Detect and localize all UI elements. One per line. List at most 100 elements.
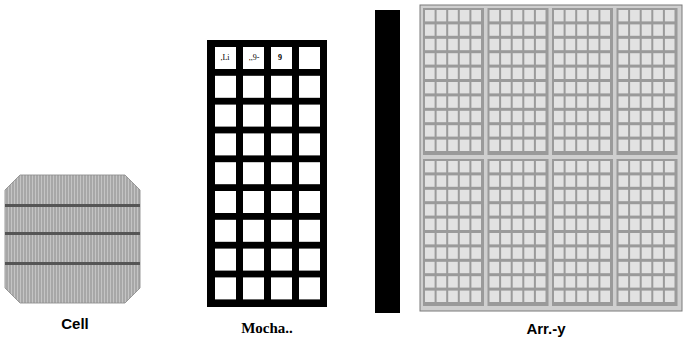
cell-busbar — [5, 204, 140, 207]
cell-finger — [106, 175, 107, 303]
array-cell — [490, 82, 500, 93]
array-cell — [460, 53, 470, 64]
array-cell — [600, 10, 610, 21]
module-cell — [271, 76, 292, 98]
array-cell — [524, 125, 534, 136]
array-cell — [665, 276, 675, 287]
array-cell — [536, 291, 546, 302]
array-cell — [619, 24, 629, 35]
array-cell — [589, 24, 599, 35]
array-cell — [554, 111, 564, 122]
cell-finger — [49, 175, 50, 303]
array-cell — [425, 161, 435, 172]
array-cell — [566, 175, 576, 186]
array-cell — [554, 10, 564, 21]
array-cell — [600, 24, 610, 35]
array-cell — [665, 96, 675, 107]
array-cell — [619, 233, 629, 244]
array-module — [423, 8, 484, 155]
cell-finger — [64, 175, 65, 303]
array-cell — [513, 175, 523, 186]
array-cell — [437, 10, 447, 21]
array-cell — [490, 204, 500, 215]
array-cell — [460, 262, 470, 273]
array-module — [488, 8, 549, 155]
array-cell — [665, 82, 675, 93]
array-cell — [619, 276, 629, 287]
array-cell — [630, 291, 640, 302]
array-cell — [524, 262, 534, 273]
array-cell — [471, 24, 481, 35]
array-cell — [501, 53, 511, 64]
array-cell — [619, 175, 629, 186]
array-cell — [665, 262, 675, 273]
array-cell — [554, 233, 564, 244]
array-cell — [437, 24, 447, 35]
array-cell — [460, 82, 470, 93]
array-cell — [471, 291, 481, 302]
array-cell — [630, 68, 640, 79]
cell-finger — [124, 175, 125, 303]
array-cell — [437, 247, 447, 258]
array-modules — [423, 8, 678, 306]
module-cell — [243, 105, 264, 127]
stray-mark: ,Li — [220, 54, 229, 62]
array-cell — [653, 53, 663, 64]
array-cell — [460, 219, 470, 230]
array-cell — [589, 190, 599, 201]
cell-finger — [85, 175, 86, 303]
array-cell — [501, 68, 511, 79]
array-cell — [536, 68, 546, 79]
array-cell — [653, 233, 663, 244]
array-cell — [524, 10, 534, 21]
array-cell — [600, 68, 610, 79]
array-cell — [501, 276, 511, 287]
cell-finger — [16, 175, 17, 303]
array-cell — [653, 39, 663, 50]
module-cell — [271, 105, 292, 127]
module-cell — [299, 162, 320, 184]
array-cell — [566, 247, 576, 258]
array-cell — [619, 82, 629, 93]
array-cell — [460, 24, 470, 35]
array-cell — [471, 53, 481, 64]
cell-finger — [55, 175, 56, 303]
array-cell — [589, 219, 599, 230]
array-cell — [448, 190, 458, 201]
array-cell — [536, 247, 546, 258]
array-cell — [653, 262, 663, 273]
array-cell — [577, 10, 587, 21]
array-cell — [524, 247, 534, 258]
array-cell — [536, 190, 546, 201]
array-cell — [524, 219, 534, 230]
array-cell — [566, 39, 576, 50]
array-ground — [420, 5, 682, 311]
array-cell — [471, 161, 481, 172]
module-cell — [299, 191, 320, 213]
module-cell — [215, 162, 236, 184]
array-cell — [577, 140, 587, 151]
cell-finger — [97, 175, 98, 303]
array-cell — [653, 276, 663, 287]
cell-finger — [40, 175, 41, 303]
array-cell — [554, 125, 564, 136]
array-cell — [554, 161, 564, 172]
array-cell — [448, 10, 458, 21]
array-cell — [630, 24, 640, 35]
array-cell — [577, 68, 587, 79]
module-cell — [299, 220, 320, 242]
array-cell — [665, 24, 675, 35]
array-cell — [589, 161, 599, 172]
array-cell — [630, 96, 640, 107]
cell-finger — [118, 175, 119, 303]
array-cell — [501, 233, 511, 244]
array-cell — [490, 140, 500, 151]
array-cell — [448, 233, 458, 244]
module-cell — [215, 220, 236, 242]
array-module — [423, 159, 484, 306]
array-cell — [642, 82, 652, 93]
array-cell — [554, 96, 564, 107]
module-frame — [552, 8, 613, 155]
array-cell — [589, 10, 599, 21]
array-cell — [619, 140, 629, 151]
